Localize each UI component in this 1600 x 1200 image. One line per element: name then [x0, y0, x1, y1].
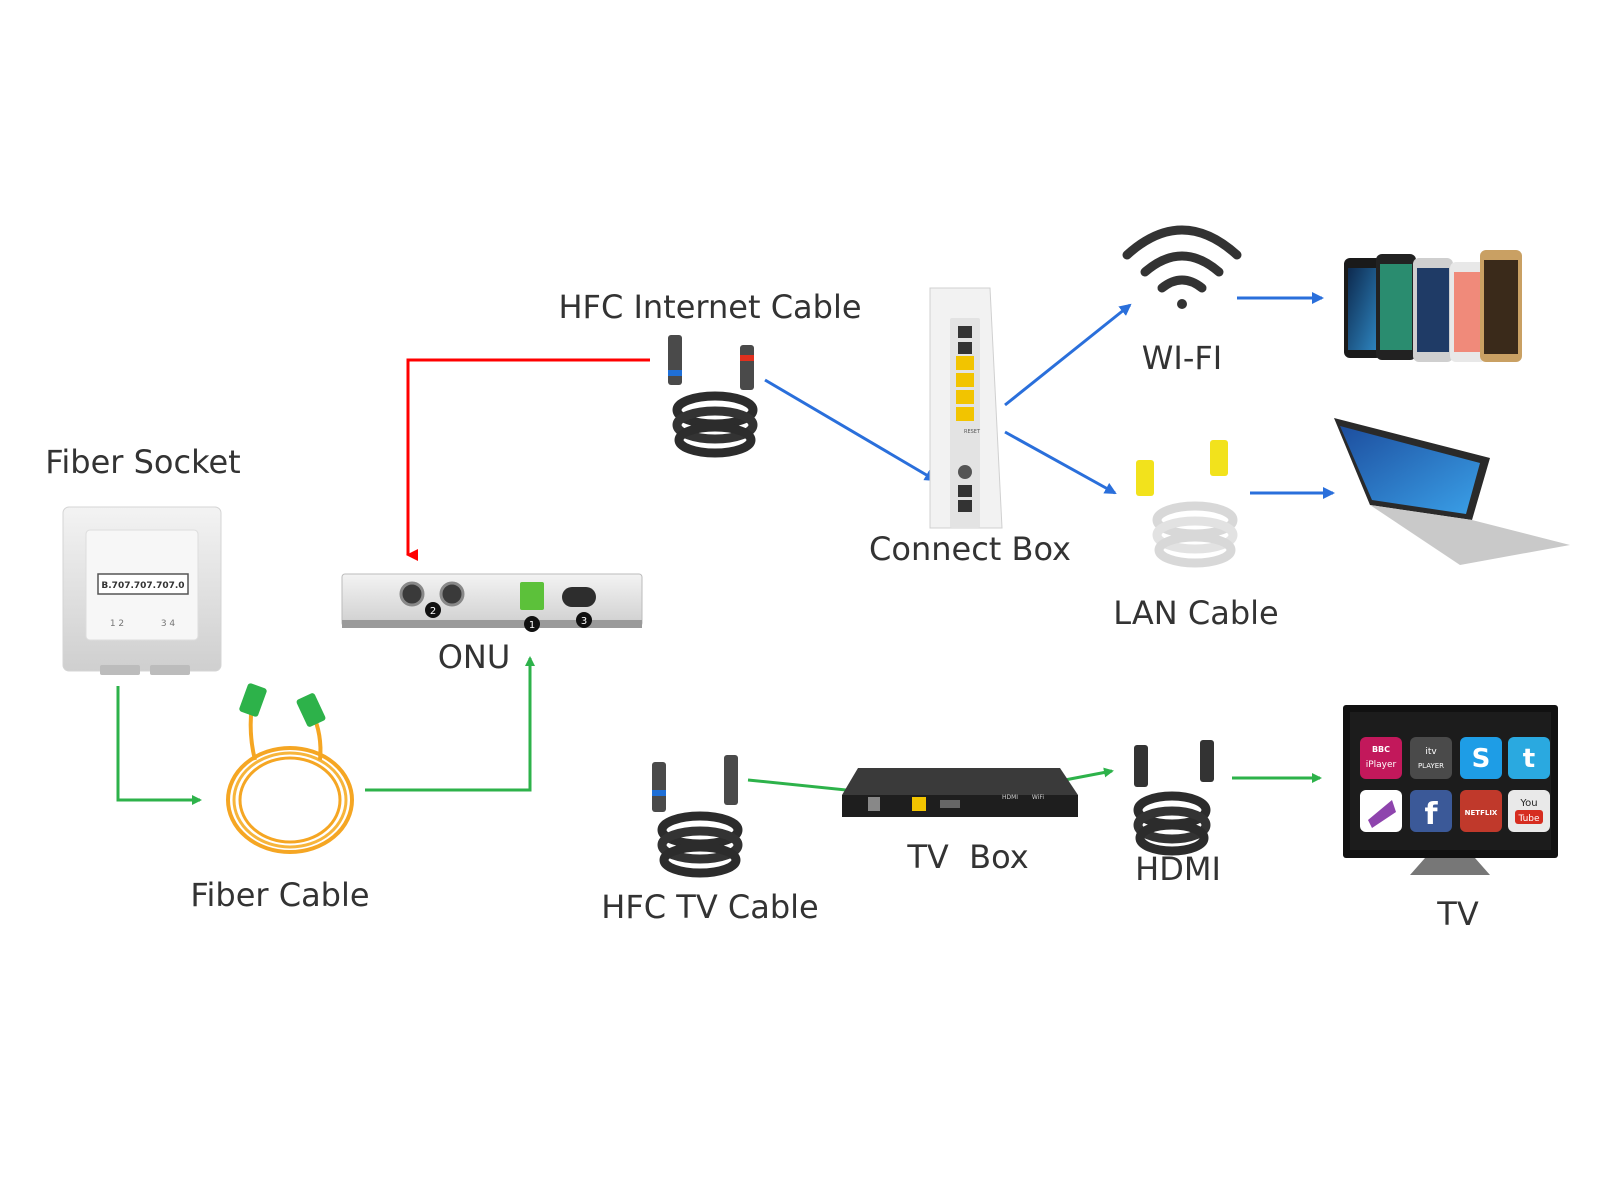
hdmi-cable-device	[1133, 740, 1214, 856]
app-tile-netflix	[1460, 790, 1502, 832]
tv-box-label: TV Box	[906, 838, 1028, 876]
connectors	[116, 292, 1335, 805]
connect-box-device: RESET	[929, 287, 1003, 529]
smartphones-icon	[1344, 250, 1522, 362]
app-youtube-tube-text: Tube	[1517, 814, 1540, 824]
hfc-internet-link-to-onu	[406, 358, 650, 561]
data-link-connect-box-to-lan	[1004, 430, 1117, 495]
socket-id-text: B.707.707.707.0	[101, 581, 184, 591]
lan-cable-device	[1136, 440, 1238, 568]
data-link-cable-to-connect-box	[764, 378, 937, 482]
app-netflix-text: NETFLIX	[1465, 809, 1498, 817]
app-skype-text: S	[1472, 744, 1491, 774]
hdmi-label: HDMI	[1135, 850, 1221, 888]
hfc-internet-cable-label: HFC Internet Cable	[558, 288, 861, 326]
hfc-tv-cable-label: HFC TV Cable	[601, 888, 818, 926]
hfc-internet-cable-device	[668, 335, 758, 458]
app-twitter-text: t	[1523, 744, 1535, 774]
wifi-label: WI-FI	[1142, 339, 1222, 377]
onu-port-2: 2	[430, 606, 436, 617]
fiber-cable-label: Fiber Cable	[190, 876, 369, 914]
tv-label: TV	[1436, 895, 1479, 933]
app-iplayer-text: iPlayer	[1366, 760, 1397, 770]
fiber-link-cable-to-onu	[365, 656, 535, 792]
modem-reset-text: RESET	[964, 429, 981, 435]
tv-box-wifi-text: WiFi	[1032, 794, 1044, 801]
tv-box-hdmi-text: HDMI	[1002, 794, 1018, 801]
onu-device: 2 1 3	[341, 573, 643, 632]
data-link-connect-box-to-wifi	[1004, 303, 1132, 407]
tv-icon: BBC iPlayer itv PLAYER S t f NETFLIX You…	[1343, 705, 1558, 875]
tv-box-device: HDMI WiFi	[842, 768, 1078, 817]
fiber-link-socket-to-cable	[116, 686, 202, 805]
laptop-icon	[1334, 418, 1570, 565]
app-bbc-text: BBC	[1372, 745, 1390, 754]
app-tile-bbc-iplayer	[1360, 737, 1402, 779]
hfc-tv-cable-device	[652, 755, 743, 878]
app-tile-twitter	[1508, 737, 1550, 779]
app-itv-text: itv	[1425, 747, 1437, 757]
app-tile-skype	[1460, 737, 1502, 779]
onu-port-3: 3	[581, 616, 587, 627]
app-tile-facebook	[1410, 790, 1452, 832]
app-facebook-text: f	[1424, 797, 1438, 832]
connect-box-label: Connect Box	[869, 530, 1071, 568]
fiber-cable-device	[226, 683, 354, 854]
socket-ports-right: 3 4	[161, 619, 176, 629]
app-tile-itv-player	[1410, 737, 1452, 779]
onu-label: ONU	[438, 638, 511, 676]
fiber-socket-label: Fiber Socket	[45, 443, 240, 481]
fiber-socket-device: B.707.707.707.0 1 2 3 4	[62, 506, 222, 675]
lan-cable-label: LAN Cable	[1113, 594, 1278, 632]
onu-port-1: 1	[529, 620, 535, 631]
app-itv-player-text: PLAYER	[1418, 762, 1444, 770]
wifi-icon	[1122, 225, 1242, 309]
app-youtube-you-text: You	[1519, 798, 1537, 809]
socket-ports-left: 1 2	[110, 619, 124, 629]
